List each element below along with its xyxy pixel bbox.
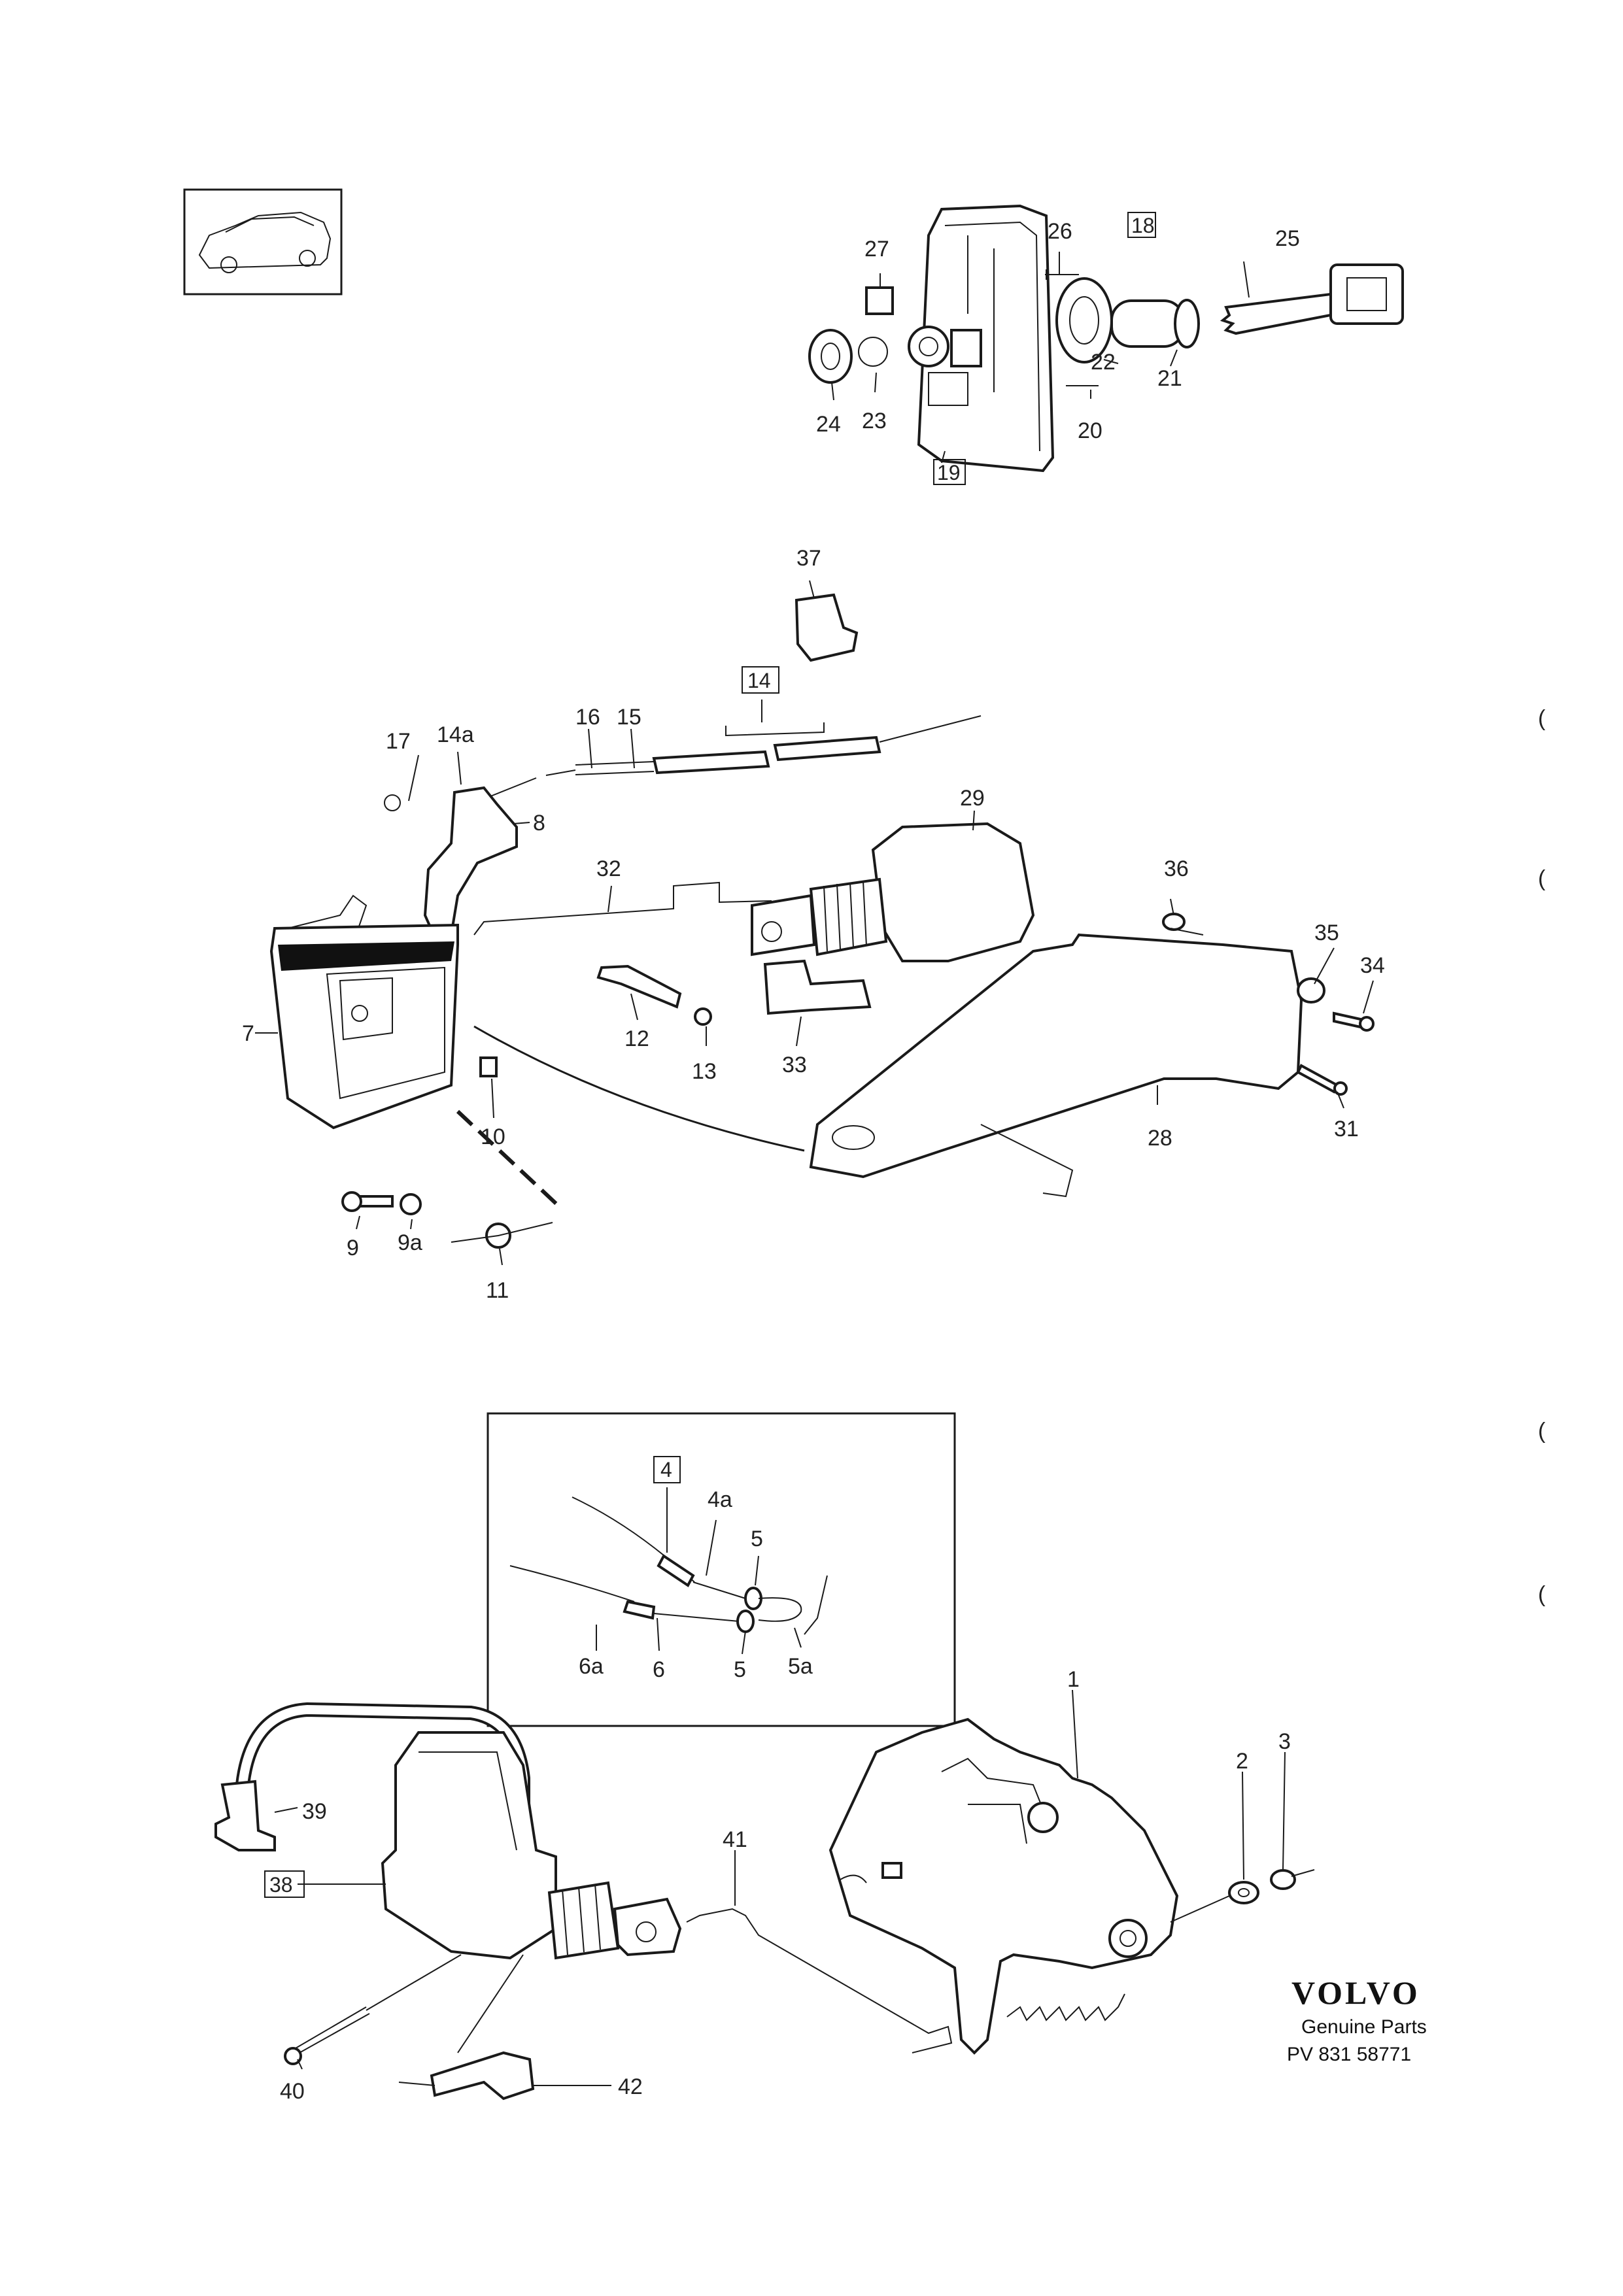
label-7: 7 [242, 1021, 254, 1046]
bottom-assembly [214, 1689, 1315, 2101]
label-19: 19 [937, 461, 961, 484]
label-10: 10 [481, 1124, 505, 1149]
label-35: 35 [1314, 920, 1339, 945]
margin-marks: ( ( ( ( [1538, 706, 1546, 1607]
car-thumbnail [183, 188, 343, 295]
label-31: 31 [1334, 1117, 1359, 1141]
label-18: 18 [1131, 214, 1155, 237]
label-6a: 6a [579, 1654, 604, 1679]
label-34: 34 [1360, 953, 1385, 978]
label-23: 23 [862, 409, 887, 433]
label-33: 33 [782, 1053, 807, 1077]
label-4: 4 [660, 1458, 672, 1481]
margin-mark: ( [1538, 866, 1546, 891]
label-26: 26 [1048, 219, 1072, 244]
margin-mark: ( [1538, 1419, 1546, 1443]
label-28: 28 [1148, 1126, 1172, 1151]
lock-cylinder-group [808, 204, 1404, 473]
label-5-top: 5 [751, 1527, 763, 1551]
callout-labels: 27 26 18 25 22 21 24 23 20 19 37 14 16 1… [242, 212, 1385, 2104]
label-13: 13 [692, 1059, 717, 1084]
label-41: 41 [723, 1827, 747, 1852]
label-36: 36 [1164, 856, 1189, 881]
margin-mark: ( [1538, 706, 1546, 731]
boxed-label-38: 38 [264, 1870, 305, 1898]
label-21: 21 [1157, 366, 1182, 391]
label-9: 9 [347, 1236, 359, 1260]
label-32: 32 [596, 856, 621, 881]
label-5-bottom: 5 [734, 1657, 746, 1682]
boxed-label-18: 18 [1127, 212, 1156, 238]
label-42: 42 [618, 2074, 643, 2099]
boxed-label-19: 19 [933, 459, 966, 485]
label-12: 12 [624, 1026, 649, 1051]
label-16: 16 [575, 705, 600, 730]
catalog-code: PV 831 58771 [1287, 2044, 1411, 2065]
label-6: 6 [653, 1657, 665, 1682]
label-15: 15 [617, 705, 641, 730]
boxed-label-4: 4 [653, 1456, 681, 1483]
brand-subtitle: Genuine Parts [1301, 2016, 1427, 2038]
label-22: 22 [1091, 350, 1116, 375]
label-38: 38 [269, 1873, 293, 1897]
label-4a: 4a [708, 1487, 732, 1512]
label-20: 20 [1078, 418, 1102, 443]
label-40: 40 [280, 2079, 305, 2104]
label-25: 25 [1275, 226, 1300, 251]
label-14: 14 [747, 669, 771, 692]
label-1: 1 [1067, 1667, 1080, 1692]
inset-box [487, 1412, 956, 1727]
label-14a: 14a [437, 722, 474, 747]
boxed-label-14: 14 [742, 666, 779, 694]
label-11: 11 [486, 1278, 509, 1303]
label-17: 17 [386, 729, 411, 754]
label-37: 37 [796, 546, 821, 571]
label-2: 2 [1236, 1749, 1248, 1774]
brand-logo: VOLVO [1291, 1974, 1420, 2011]
label-24: 24 [816, 412, 841, 437]
label-29: 29 [960, 786, 985, 811]
middle-assembly [255, 580, 1375, 1266]
label-5a: 5a [788, 1654, 813, 1679]
label-8: 8 [533, 811, 545, 836]
brand-block: VOLVO Genuine Parts PV 831 58771 [1287, 1974, 1427, 2065]
label-39: 39 [302, 1799, 327, 1824]
margin-mark: ( [1538, 1582, 1546, 1607]
label-3: 3 [1278, 1729, 1291, 1754]
label-27: 27 [864, 237, 889, 262]
label-9a: 9a [398, 1230, 422, 1255]
